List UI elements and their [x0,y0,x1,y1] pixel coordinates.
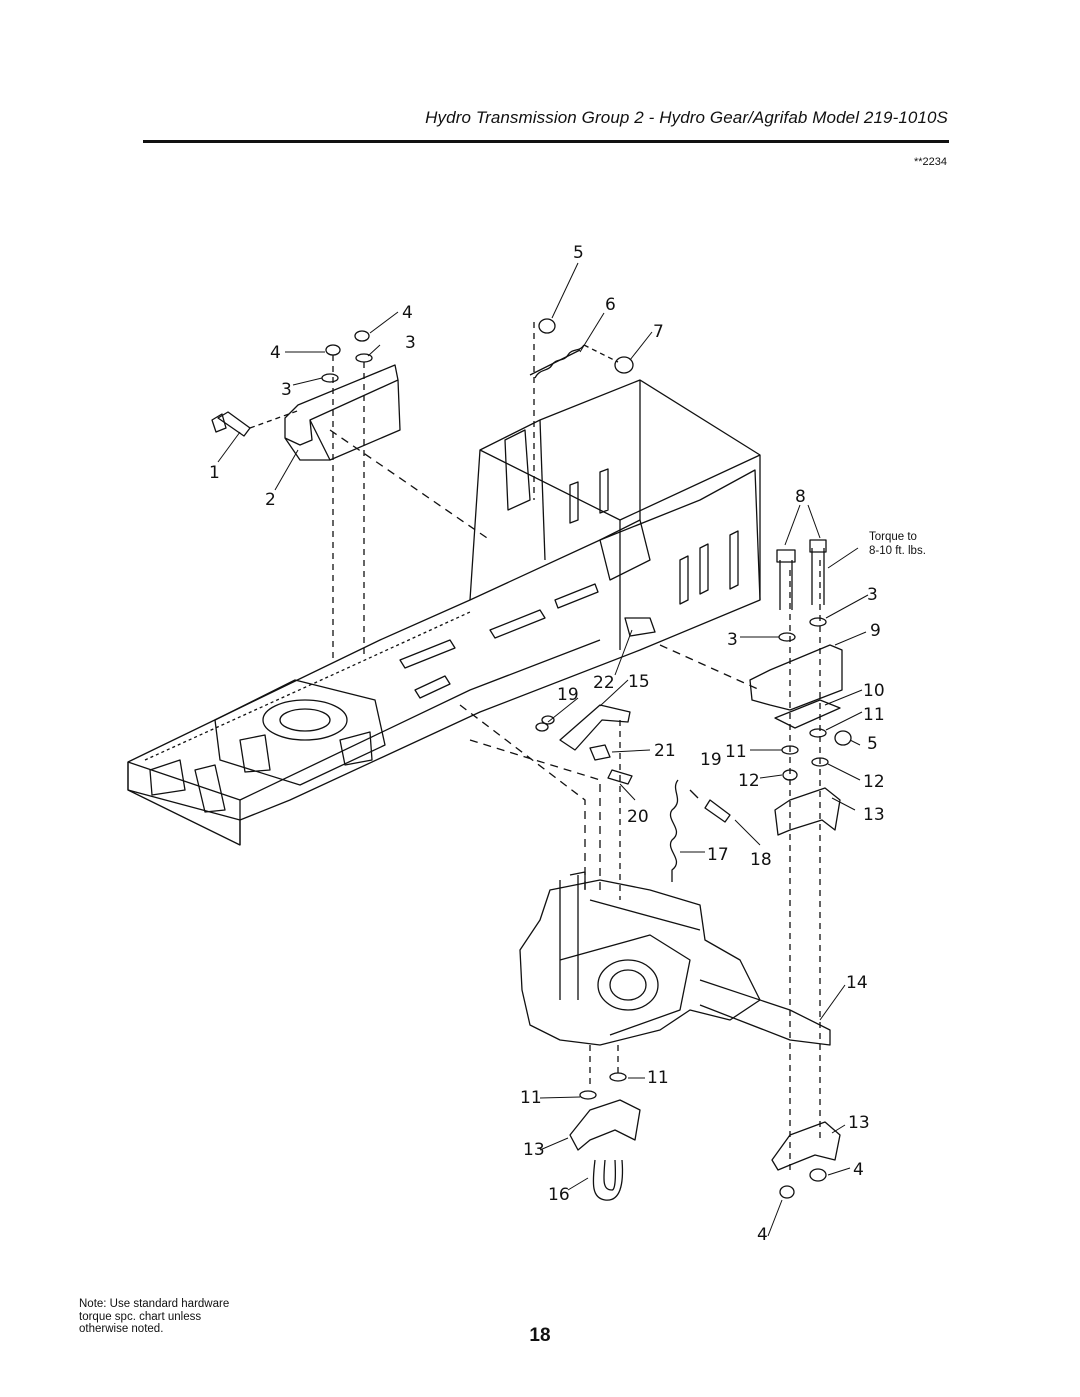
leader-lines [217,262,869,1237]
callout-14: 14 [846,973,868,993]
callout-4: 4 [402,303,413,323]
callout-20: 20 [627,807,649,827]
callout-11: 11 [520,1088,542,1108]
callout-9: 9 [870,621,881,641]
callout-17: 17 [707,845,729,865]
callout-11: 11 [725,742,747,762]
callout-11: 11 [863,705,885,725]
title-rule [143,140,949,143]
callout-19: 19 [700,750,722,770]
page-title: Hydro Transmission Group 2 - Hydro Gear/… [425,108,948,127]
page-number: 18 [529,1325,551,1346]
hardware-note: Note: Use standard hardware torque spc. … [79,1298,279,1336]
callout-12: 12 [738,771,760,791]
top-spring-group [529,318,634,500]
hardware-note-line: torque spc. chart unless [79,1310,202,1323]
front-bracket-group [211,330,491,660]
diagram-code: **2234 [913,156,947,168]
callout-21: 21 [654,741,676,761]
callout-8: 8 [795,487,806,507]
callout-22: 22 [593,673,615,693]
transaxle [519,871,831,1085]
callout-11: 11 [647,1068,669,1088]
callout-13: 13 [523,1140,545,1160]
torque-note: Torque to 8-10 ft. lbs. [869,530,926,558]
callout-labels: 1 2 3 3 3 3 4 4 4 4 5 5 6 7 8 9 10 11 11… [209,243,885,1245]
callout-6: 6 [605,295,616,315]
callout-13: 13 [863,805,885,825]
hardware-note-line: Note: Use standard hardware [79,1298,230,1310]
callout-3: 3 [867,585,878,605]
frame-assembly [127,379,761,846]
callout-16: 16 [548,1185,570,1205]
callout-3: 3 [281,380,292,400]
callout-1: 1 [209,463,220,483]
callout-15: 15 [628,672,650,692]
callout-18: 18 [750,850,772,870]
torque-note-line: 8-10 ft. lbs. [869,545,926,557]
callout-7: 7 [653,322,664,342]
linkage-group [459,617,761,900]
lower-mount-group [569,1072,841,1201]
torque-note-line: Torque to [869,531,917,543]
callout-19: 19 [557,685,579,705]
callout-5: 5 [573,243,584,263]
callout-4: 4 [853,1160,864,1180]
callout-4: 4 [270,343,281,363]
callout-4: 4 [757,1225,768,1245]
callout-3: 3 [405,333,416,353]
callout-2: 2 [265,490,276,510]
callout-12: 12 [863,772,885,792]
callout-5: 5 [867,734,878,754]
callout-10: 10 [863,681,885,701]
hardware-note-line: otherwise noted. [79,1323,164,1335]
callout-3: 3 [727,630,738,650]
callout-13: 13 [848,1113,870,1133]
